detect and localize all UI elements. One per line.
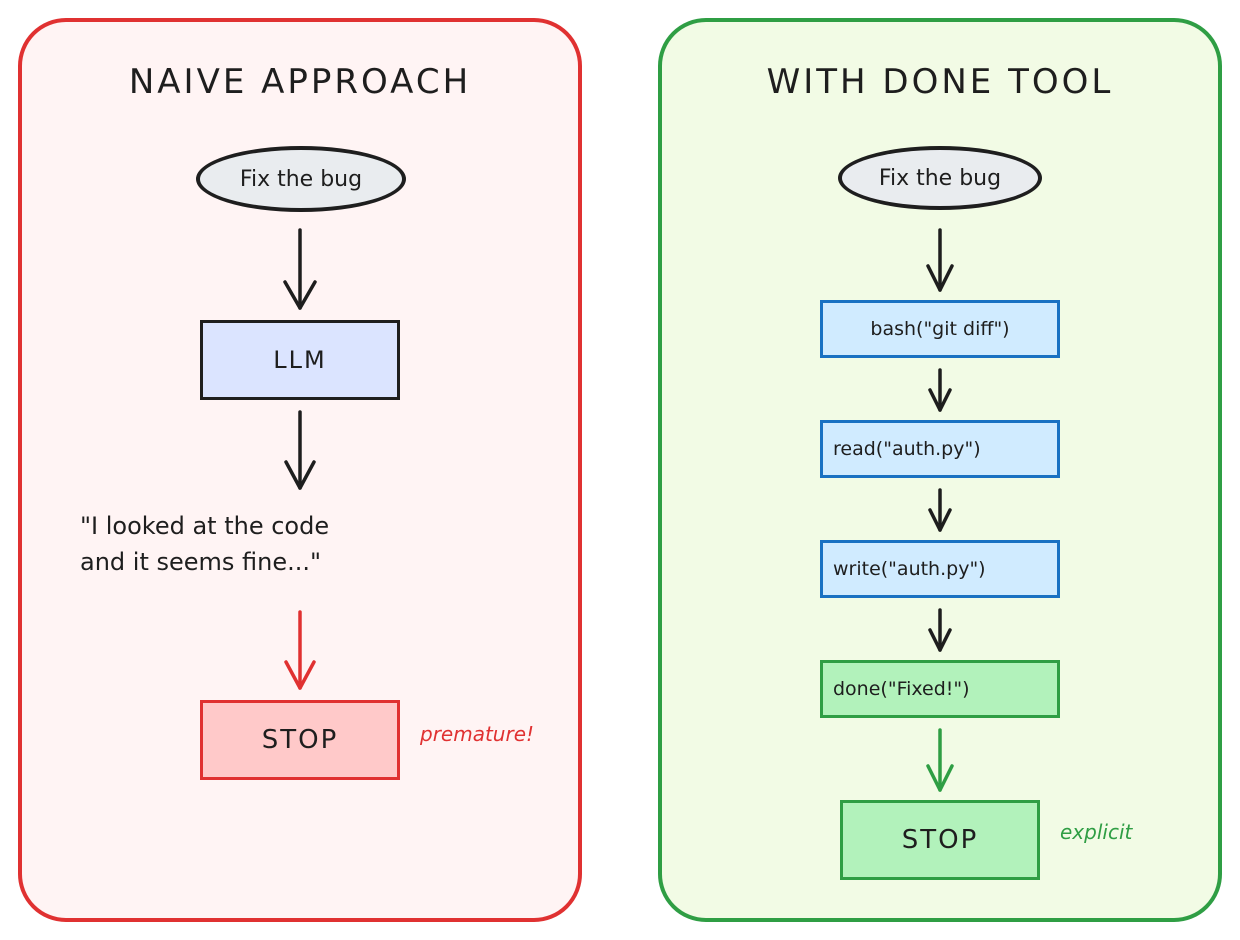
quote-line-2: and it seems fine...": [80, 548, 322, 576]
bash-git-diff-step: bash("git diff"): [820, 300, 1060, 358]
explicit-note: explicit: [1060, 820, 1133, 844]
premature-note: premature!: [420, 722, 535, 746]
right-start-node: Fix the bug: [838, 146, 1042, 210]
done-fixed-step: done("Fixed!"): [820, 660, 1060, 718]
right-stop-node: STOP: [840, 800, 1040, 880]
left-stop-node: STOP: [200, 700, 400, 780]
write-auth-step: write("auth.py"): [820, 540, 1060, 598]
llm-node: LLM: [200, 320, 400, 400]
llm-response-quote: "I looked at the code and it seems fine.…: [80, 508, 329, 580]
read-auth-step: read("auth.py"): [820, 420, 1060, 478]
left-start-node: Fix the bug: [196, 146, 406, 212]
quote-line-1: "I looked at the code: [80, 512, 330, 540]
done-tool-title: WITH DONE TOOL: [766, 62, 1114, 102]
naive-approach-title: NAIVE APPROACH: [128, 62, 472, 102]
